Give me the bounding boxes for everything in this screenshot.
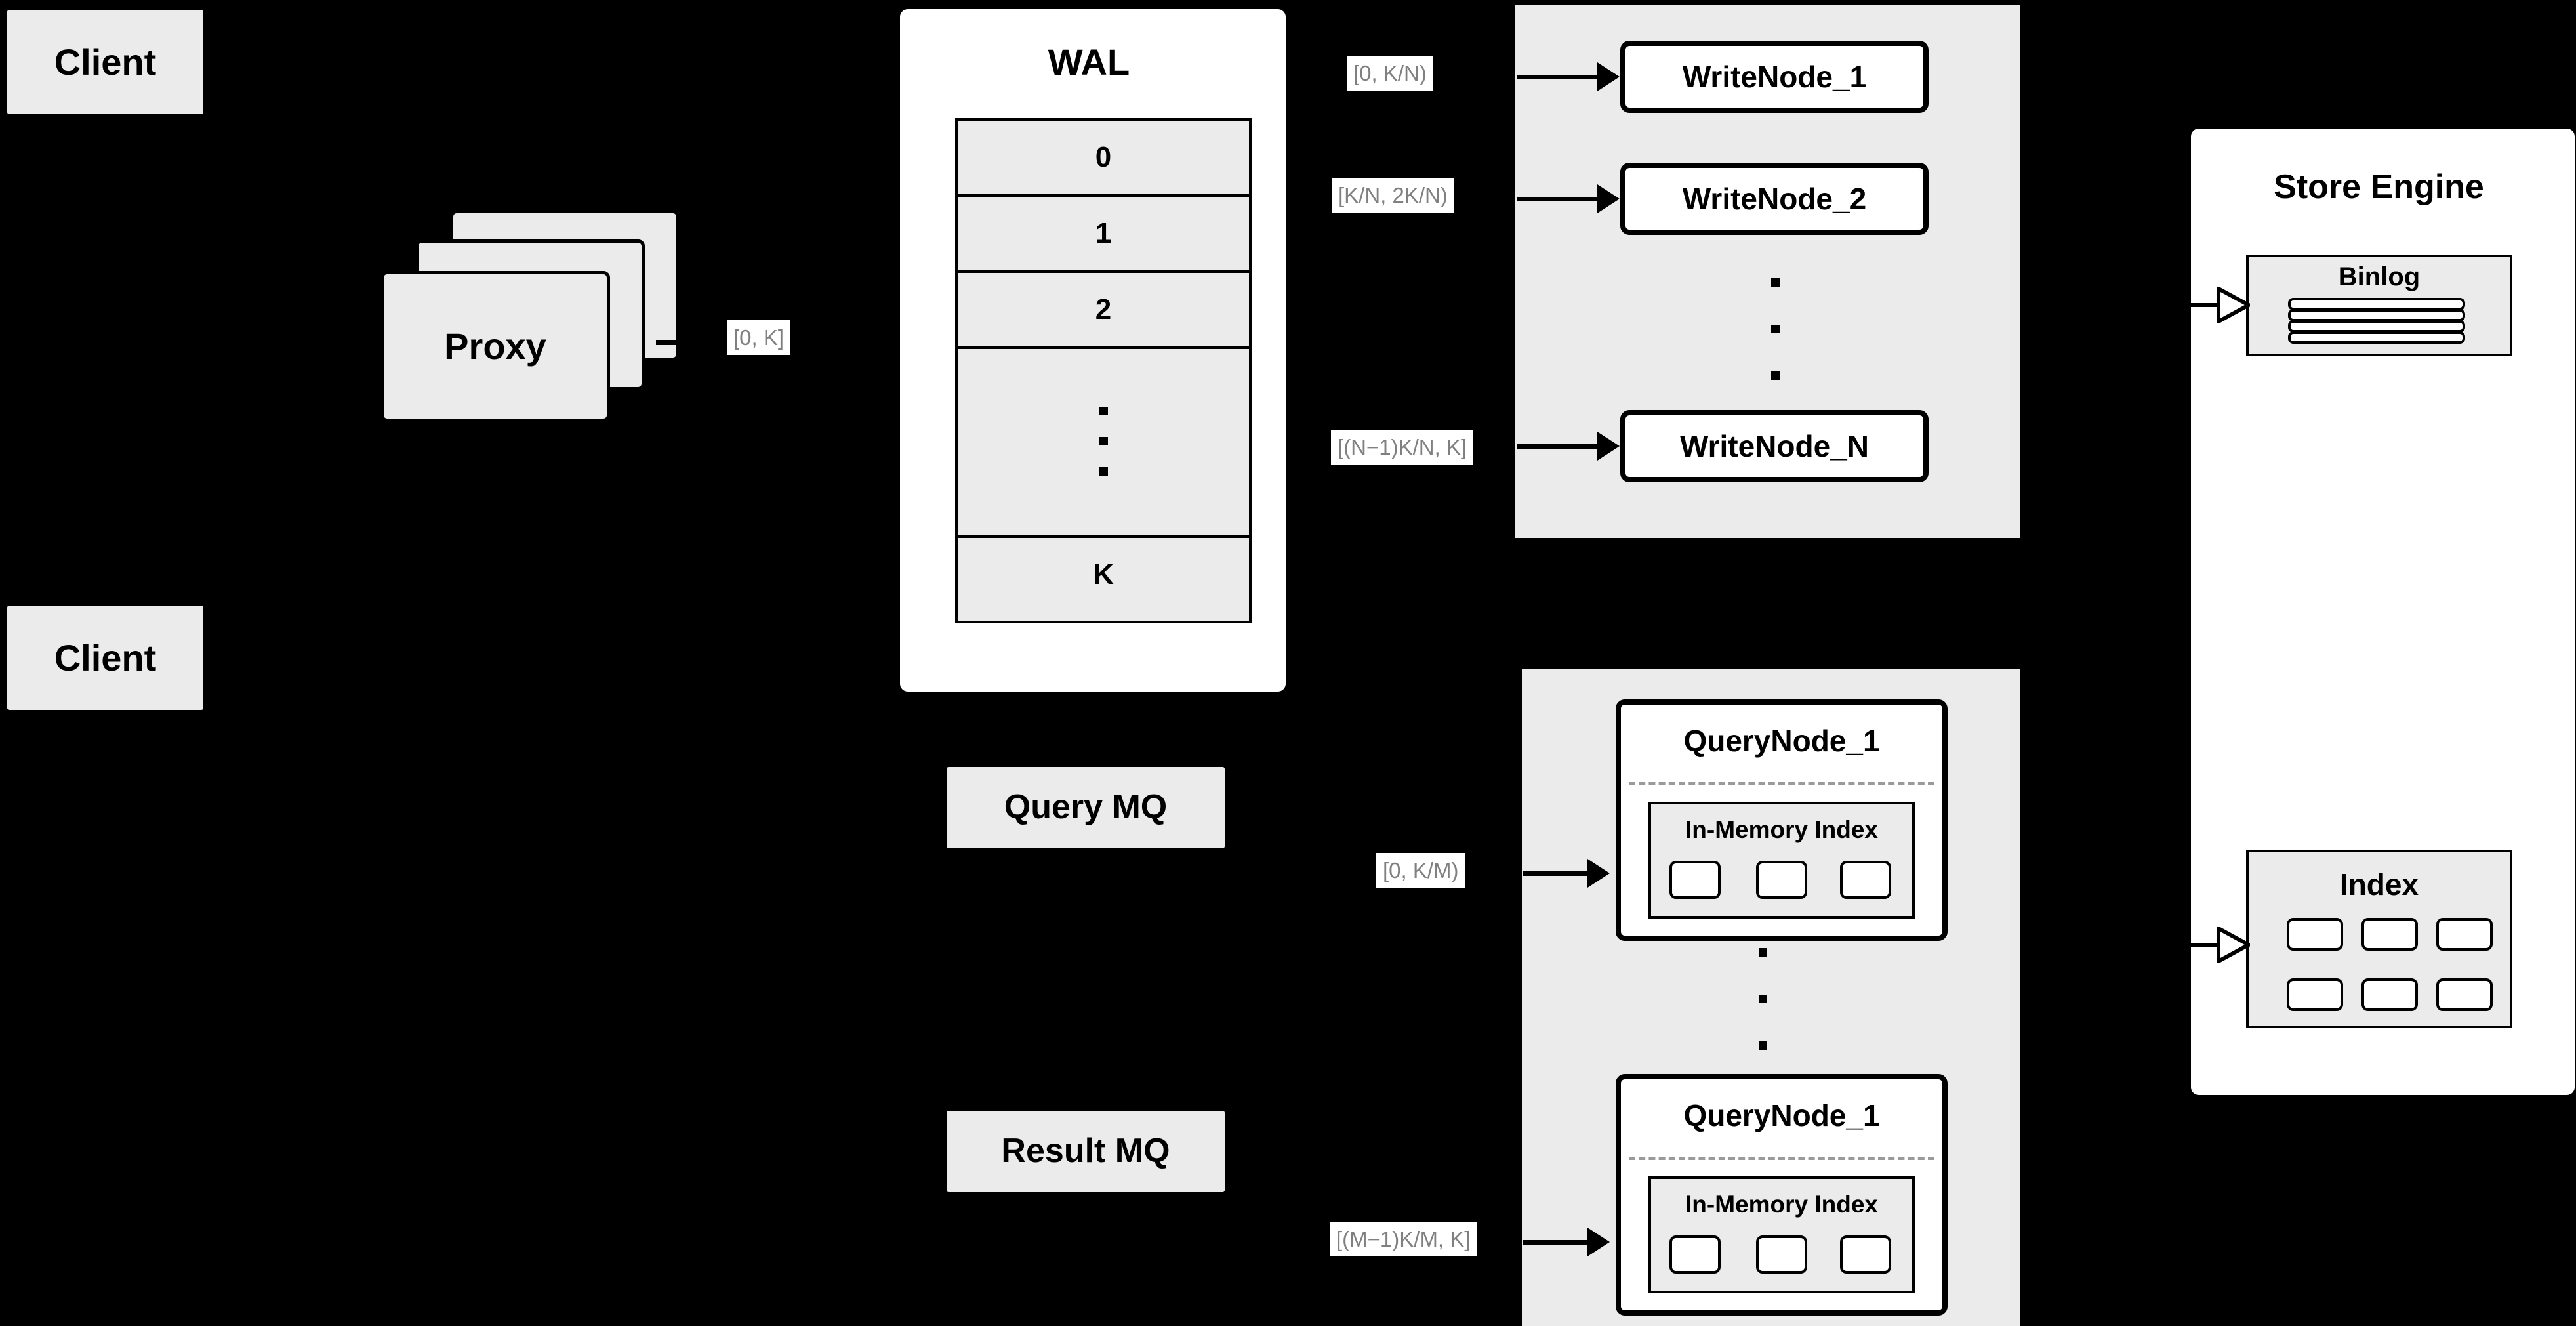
query-node-m-in-memory-index-title: In-Memory Index (1685, 1191, 1878, 1218)
binlog-body-title: Binlog (2338, 262, 2421, 291)
query-node-1[interactable]: QueryNode_1 In-Memory Index (1616, 699, 1948, 941)
wal-row[interactable]: K (958, 538, 1249, 611)
arrow-to-write-node-1 (1517, 75, 1599, 79)
store-index-slot[interactable] (2287, 978, 2343, 1011)
client-node-bottom[interactable]: Client (5, 604, 205, 712)
index-slot[interactable] (1669, 1235, 1721, 1274)
edge-label-query-node-1: [0, K/M) (1376, 853, 1465, 888)
query-mq-label: Query MQ (1004, 788, 1168, 827)
wal-row-list: 0 1 2 K (955, 118, 1252, 623)
index-slot[interactable] (1756, 1235, 1807, 1274)
edge-label-proxy-to-wal: [0, K] (727, 320, 791, 356)
arrow-line-to-store-index (2188, 943, 2221, 947)
client-node-top-label: Client (54, 41, 157, 83)
arrow-to-write-node-n (1517, 444, 1599, 449)
query-mq-node[interactable]: Query MQ (945, 765, 1227, 850)
arrow-head-query-node-m (1587, 1228, 1610, 1256)
store-index-slot[interactable] (2361, 978, 2418, 1011)
write-node-1[interactable]: WriteNode_1 (1620, 41, 1929, 113)
query-node-vertical-ellipsis-icon (1758, 948, 1767, 1050)
write-node-n-label: WriteNode_N (1680, 428, 1869, 463)
store-engine-title: Store Engine (2274, 168, 2484, 206)
wal-vertical-ellipsis-icon (1099, 407, 1108, 476)
store-index-slot[interactable] (2436, 918, 2493, 951)
query-node-m[interactable]: QueryNode_1 In-Memory Index (1616, 1074, 1948, 1316)
edge-label-write-node-1: [0, K/N) (1347, 56, 1433, 91)
query-node-m-separator (1629, 1157, 1934, 1160)
edge-label-write-node-2: [K/N, 2K/N) (1332, 178, 1454, 213)
wal-row[interactable]: 0 (958, 121, 1249, 197)
client-node-bottom-label: Client (54, 636, 157, 678)
store-index-title: Index (2339, 867, 2419, 901)
store-index-slot[interactable] (2361, 918, 2418, 951)
wal-title: WAL (1048, 41, 1130, 83)
index-slot[interactable] (1756, 861, 1807, 899)
arrow-head-write-node-2 (1597, 184, 1620, 213)
arrow-head-query-node-1 (1587, 859, 1610, 888)
arrow-to-write-node-2 (1517, 197, 1599, 201)
query-node-1-label: QueryNode_1 (1683, 724, 1880, 758)
query-node-m-in-memory-index: In-Memory Index (1648, 1176, 1915, 1293)
query-node-m-label: QueryNode_1 (1683, 1098, 1880, 1132)
arrow-line-to-binlog (2188, 303, 2221, 307)
arrow-to-query-node-1 (1523, 871, 1589, 876)
proxy-node[interactable]: Proxy (380, 271, 610, 422)
query-node-1-in-memory-index-title: In-Memory Index (1685, 816, 1878, 843)
result-mq-node[interactable]: Result MQ (945, 1109, 1227, 1194)
proxy-node-label: Proxy (444, 325, 546, 367)
wal-row[interactable]: 1 (958, 197, 1249, 273)
proxy-to-wal-connector (656, 340, 692, 345)
proxy-stack[interactable]: Proxy (380, 210, 689, 426)
write-node-2-label: WriteNode_2 (1682, 181, 1867, 216)
binlog-body: Binlog (2246, 255, 2512, 356)
write-node-2[interactable]: WriteNode_2 (1620, 163, 1929, 235)
arrow-head-write-node-1 (1597, 62, 1620, 91)
client-node-top[interactable]: Client (5, 8, 205, 116)
write-node-1-label: WriteNode_1 (1682, 59, 1867, 94)
wal-row-ellipsis (958, 349, 1249, 538)
store-index-slot[interactable] (2287, 918, 2343, 951)
arrow-to-query-node-m (1523, 1240, 1589, 1245)
query-node-1-in-memory-index: In-Memory Index (1648, 802, 1915, 919)
index-slot[interactable] (1840, 1235, 1891, 1274)
query-node-1-separator (1629, 782, 1934, 785)
index-slot[interactable] (1669, 861, 1721, 899)
index-slot[interactable] (1840, 861, 1891, 899)
edge-label-query-node-m: [(M−1)K/M, K] (1330, 1222, 1477, 1257)
arrow-head-write-node-n (1597, 432, 1620, 461)
wal-row[interactable]: 2 (958, 273, 1249, 349)
write-node-n[interactable]: WriteNode_N (1620, 410, 1929, 482)
store-index-slot[interactable] (2436, 978, 2493, 1011)
store-index-panel: Index (2246, 850, 2512, 1028)
edge-label-write-node-n: [(N−1)K/N, K] (1331, 430, 1474, 465)
result-mq-label: Result MQ (1001, 1132, 1170, 1171)
binlog-row[interactable] (2288, 331, 2465, 344)
write-node-vertical-ellipsis-icon (1770, 278, 1780, 380)
